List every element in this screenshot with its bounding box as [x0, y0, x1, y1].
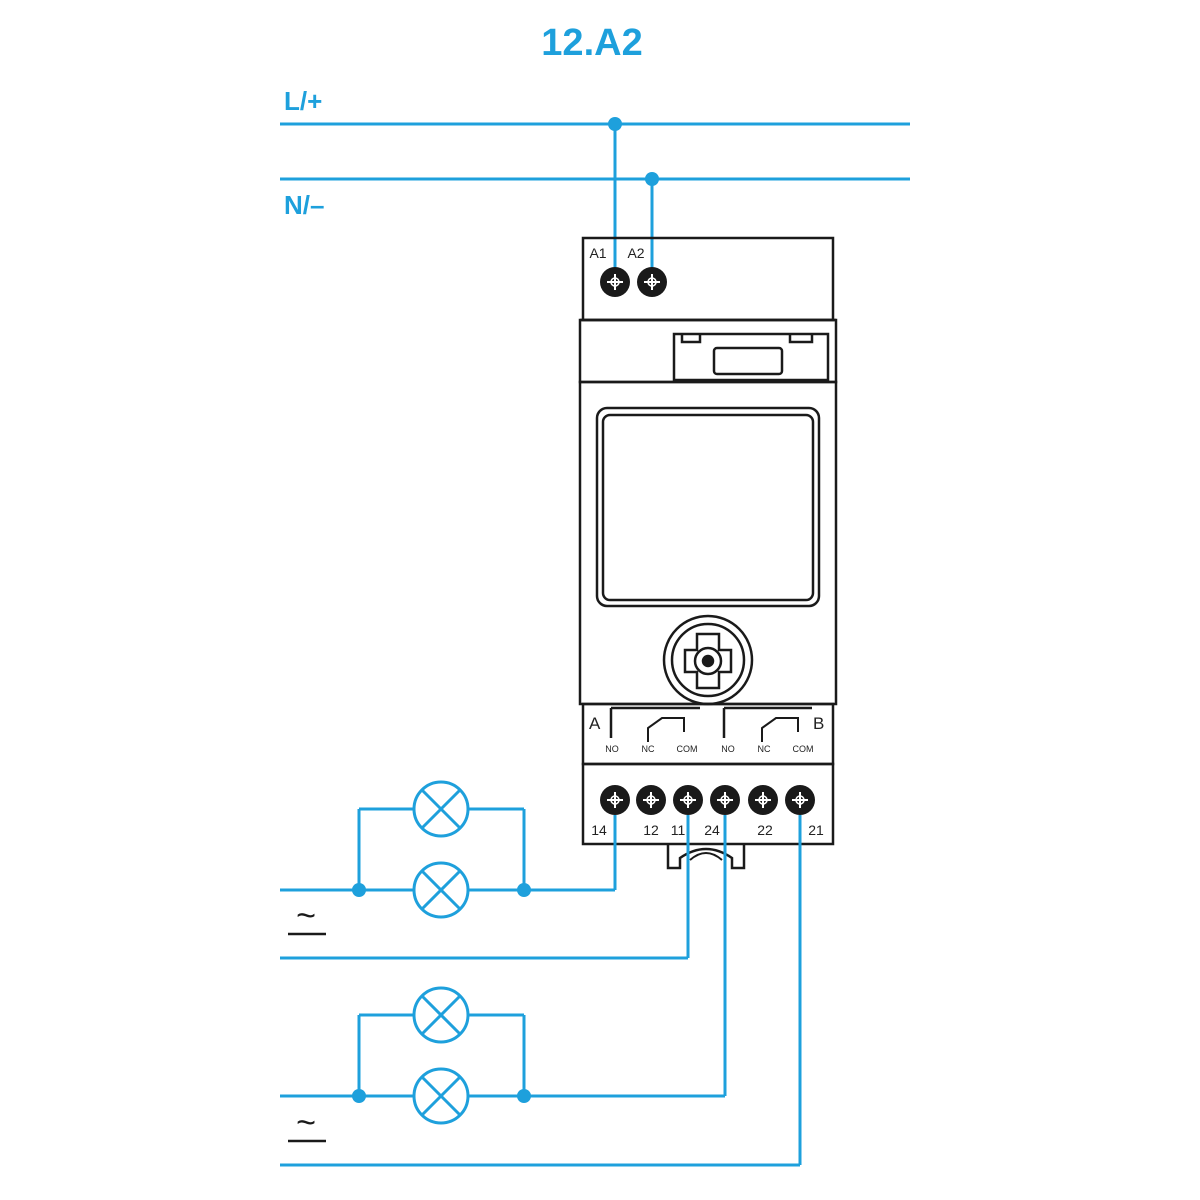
line-junction-dot [608, 117, 622, 131]
terminal-a2-label: A2 [627, 245, 644, 261]
terminal-11-screw [673, 785, 703, 815]
contact-b-nc-label: NC [758, 744, 771, 754]
diagram-title: 12.A2 [541, 22, 642, 64]
lamp-symbol [412, 986, 470, 1044]
terminal-22-label: 22 [757, 822, 773, 838]
ac-symbol-a: ~ [296, 897, 316, 935]
ac-symbol-b: ~ [296, 1104, 316, 1142]
relay-device [578, 236, 838, 870]
terminal-a2-screw [637, 267, 667, 297]
terminal-14-screw [600, 785, 630, 815]
terminal-12-label: 12 [643, 822, 659, 838]
terminal-a1-screw [600, 267, 630, 297]
terminal-14-label: 14 [591, 822, 607, 838]
terminal-11-label: 11 [671, 822, 686, 838]
contact-a-com-label: COM [677, 744, 698, 754]
channel-a-label: A [589, 714, 601, 733]
terminal-22-screw [748, 785, 778, 815]
lamp-symbol [412, 1067, 470, 1125]
neutral-rail-label: N/– [284, 190, 324, 220]
terminal-21-label: 21 [808, 822, 824, 838]
junction-dot [352, 1089, 366, 1103]
terminal-12-screw [636, 785, 666, 815]
load-circuit-a-wires [280, 807, 690, 960]
junction-dot [517, 1089, 531, 1103]
terminal-a1-label: A1 [589, 245, 606, 261]
supply-wires [613, 124, 654, 282]
output-terminal-screws [600, 785, 815, 815]
channel-b-label: B [813, 714, 824, 733]
lamp-symbol [412, 861, 470, 919]
terminal-21-screw [785, 785, 815, 815]
contact-a-no-label: NO [605, 744, 619, 754]
neutral-junction-dot [645, 172, 659, 186]
load-circuit-b-wires [280, 815, 802, 1167]
terminal-24-label: 24 [704, 822, 720, 838]
lamp-symbol [412, 780, 470, 838]
contact-a-nc-label: NC [642, 744, 655, 754]
junction-dot [517, 883, 531, 897]
line-rail-label: L/+ [284, 86, 322, 116]
contact-b-no-label: NO [721, 744, 735, 754]
terminal-24-screw [710, 785, 740, 815]
contact-b-com-label: COM [793, 744, 814, 754]
ac-supply-symbol: ~ [288, 1104, 326, 1143]
ac-supply-symbol: ~ [288, 897, 326, 936]
junction-dot [352, 883, 366, 897]
